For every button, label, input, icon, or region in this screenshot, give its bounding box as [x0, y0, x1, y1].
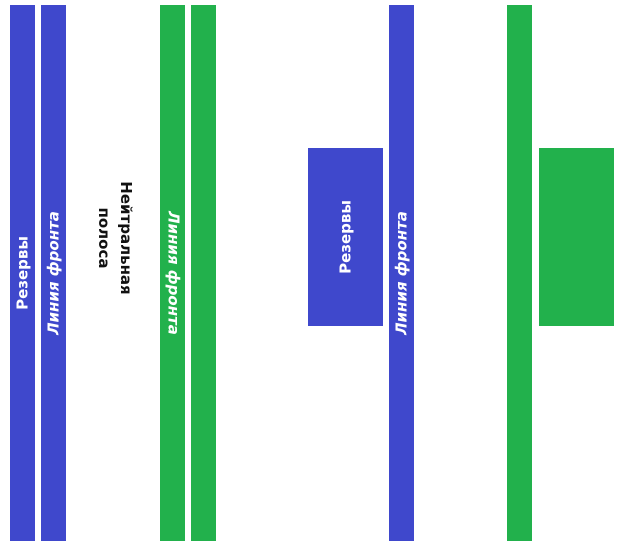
front-line-label-green: Линия фронта: [164, 211, 182, 335]
front-line-label-right: Линия фронта: [392, 211, 410, 335]
neutral-zone-label-line1: Нейтральная: [116, 181, 135, 295]
reserves-bar-green: [191, 5, 216, 541]
reserves-block-right: Резервы: [308, 148, 383, 326]
front-line-bar-left: Линия фронта: [41, 5, 66, 541]
reserves-label-right: Резервы: [336, 200, 354, 274]
reserves-bar-left: Резервы: [10, 5, 35, 541]
front-line-bar-green: Линия фронта: [160, 5, 185, 541]
front-line-bar-right: Линия фронта: [389, 5, 414, 541]
green-block-right: [539, 148, 614, 326]
neutral-zone-label: Нейтральная полоса: [92, 181, 136, 294]
reserves-label-left: Резервы: [13, 236, 31, 310]
green-line-bar-right: [507, 5, 532, 541]
neutral-zone-label-line2: полоса: [95, 207, 113, 269]
front-line-label-left: Линия фронта: [44, 211, 62, 335]
